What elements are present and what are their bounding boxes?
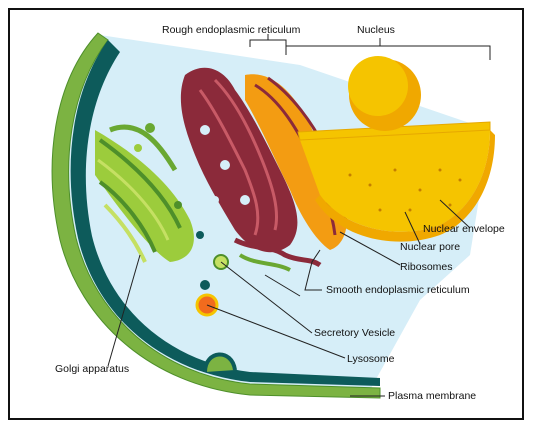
label-ribosomes: Ribosomes bbox=[400, 261, 453, 273]
label-rough-er: Rough endoplasmic reticulum bbox=[162, 24, 301, 36]
label-nuclear-pore: Nuclear pore bbox=[400, 241, 460, 253]
label-smooth-er: Smooth endoplasmic reticulum bbox=[326, 284, 470, 296]
membrane-bulge bbox=[205, 354, 235, 372]
small-vesicle bbox=[200, 280, 210, 290]
rough-er-bracket bbox=[250, 40, 286, 47]
label-nucleus: Nucleus bbox=[357, 24, 395, 36]
label-secretory-vesicle: Secretory Vesicle bbox=[314, 327, 395, 339]
label-plasma-membrane: Plasma membrane bbox=[388, 390, 476, 402]
label-lysosome: Lysosome bbox=[347, 353, 395, 365]
label-golgi: Golgi apparatus bbox=[55, 363, 129, 375]
label-nuclear-envelope: Nuclear envelope bbox=[423, 223, 505, 235]
